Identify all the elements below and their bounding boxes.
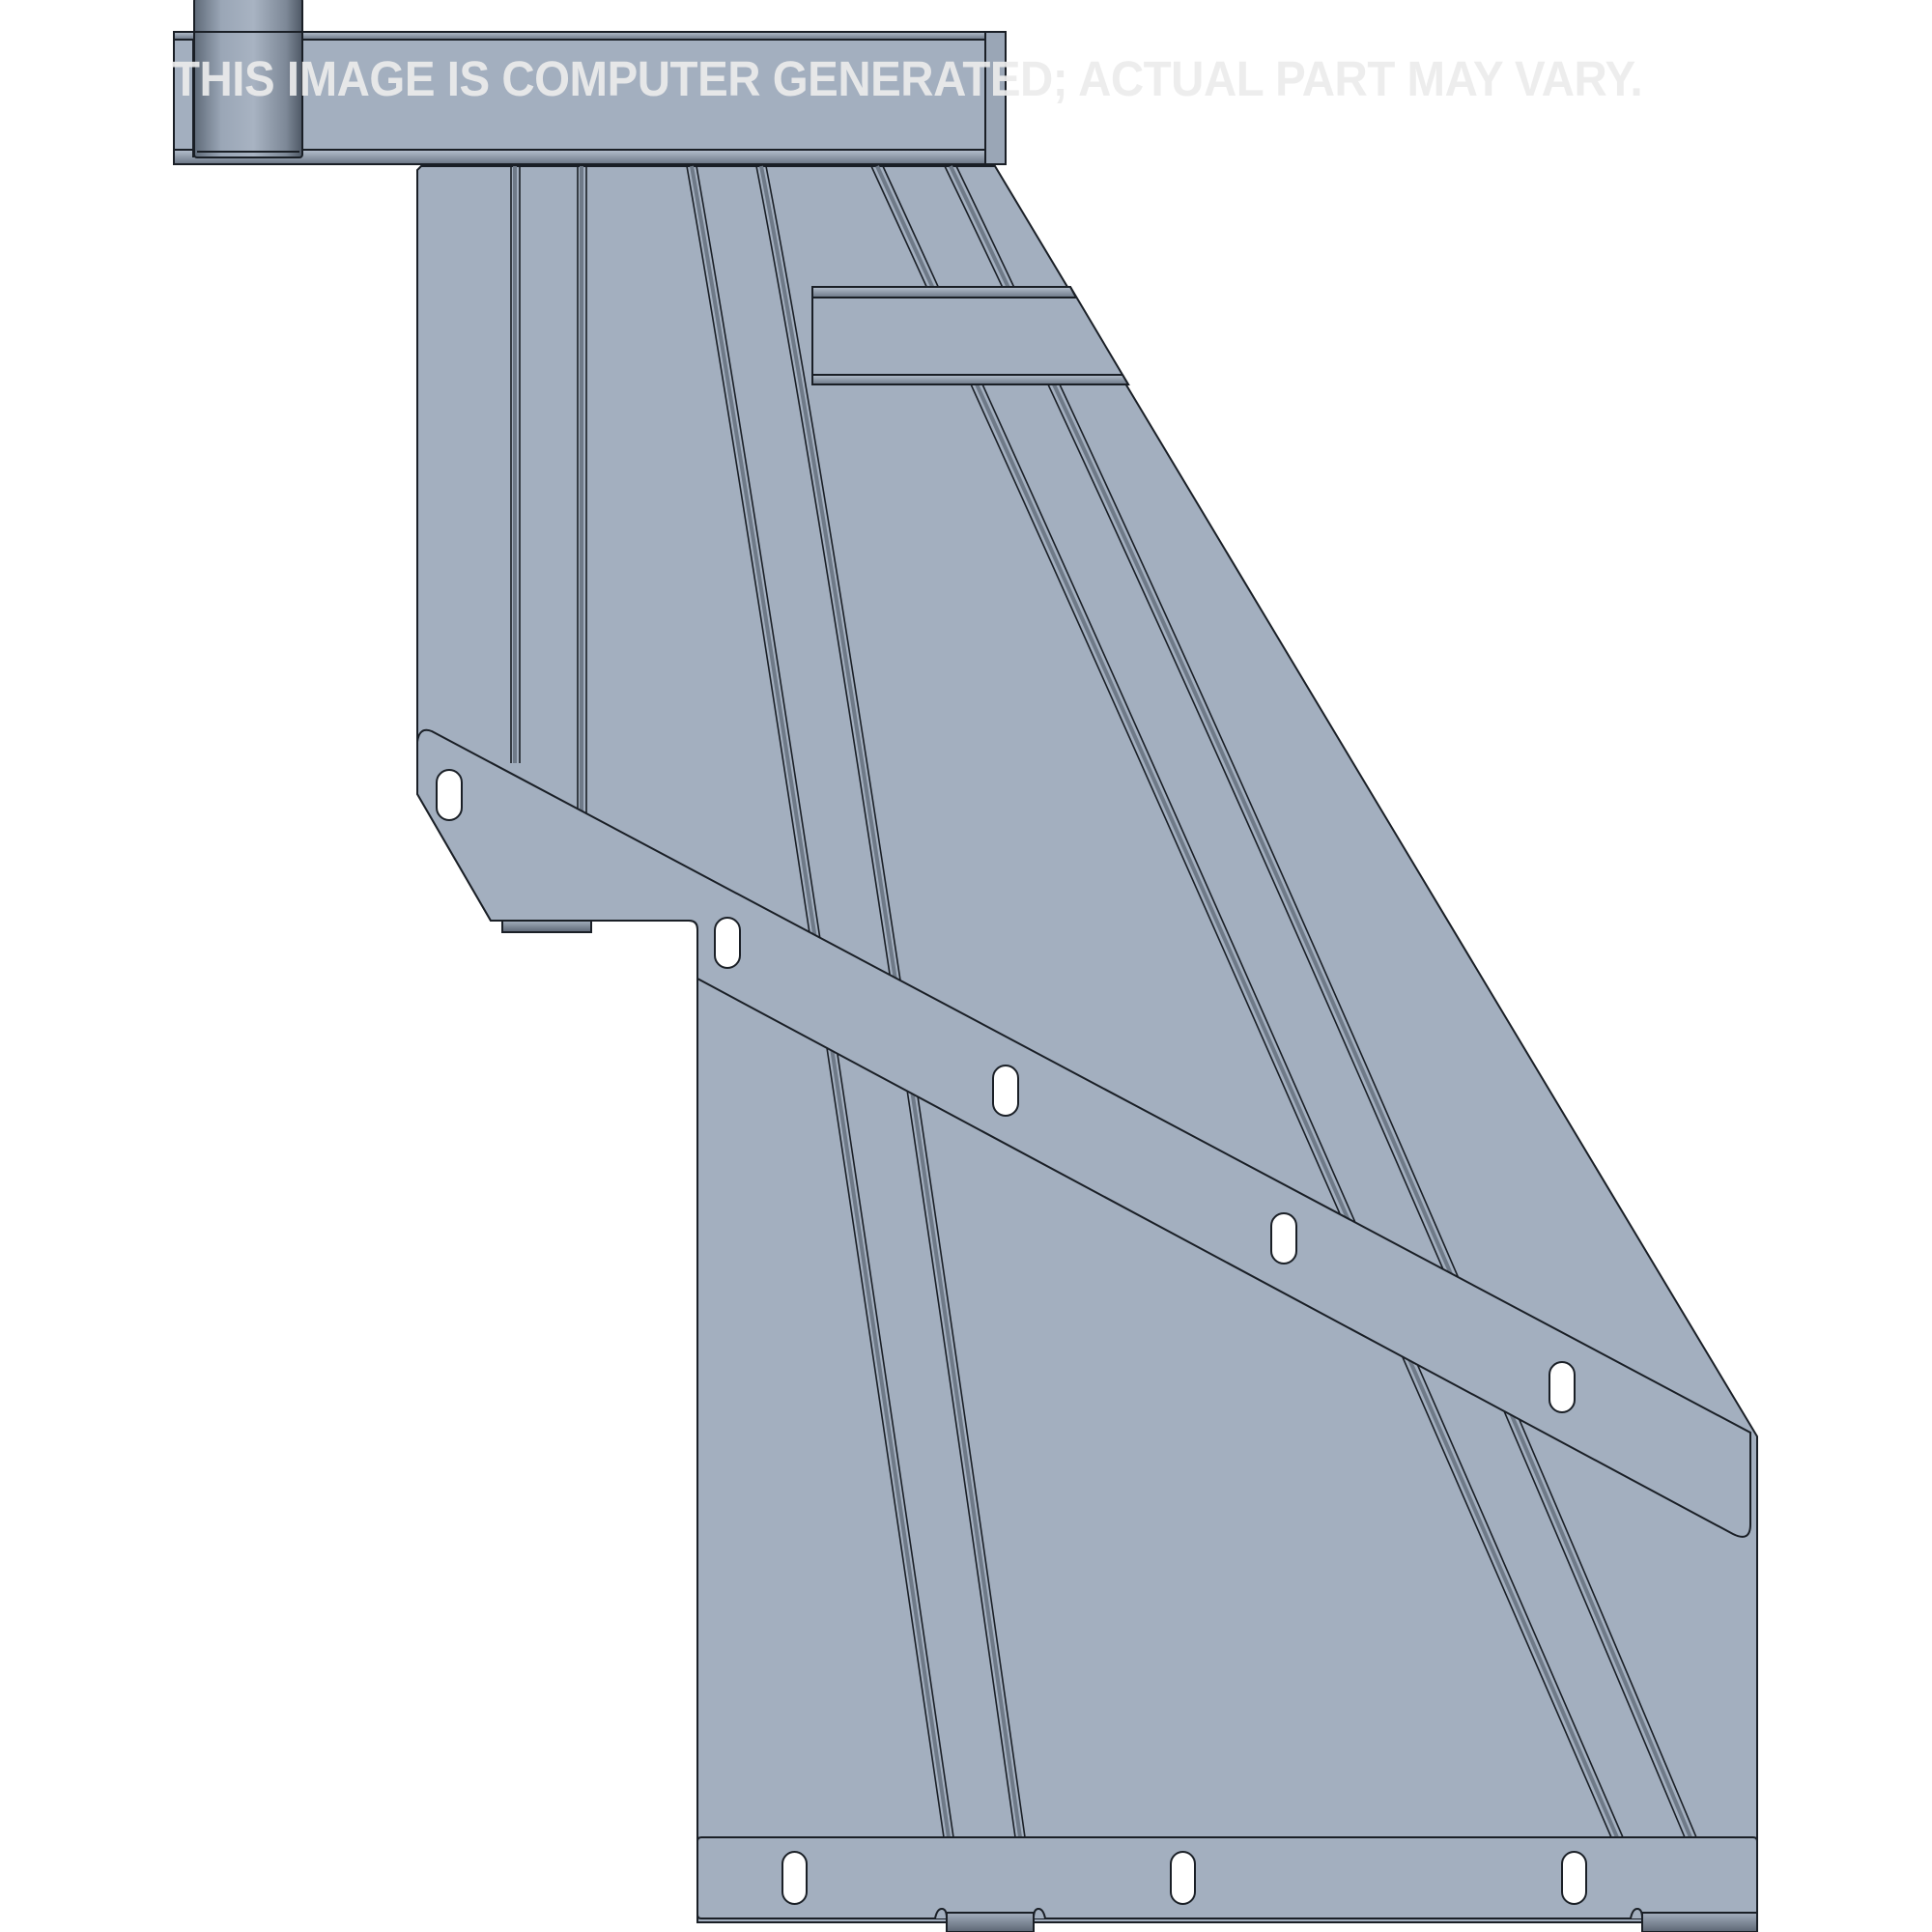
cross-bracket: [811, 286, 1130, 385]
bottom-tabs: [934, 1907, 1758, 1932]
groove-2: [577, 166, 587, 813]
top-bar: [173, 31, 1007, 165]
grooves: [510, 165, 1697, 1838]
slot-icon: [1561, 1851, 1587, 1905]
diagonal-flange: [416, 728, 1751, 1538]
slot-icon: [992, 1065, 1019, 1117]
slot-icon: [436, 769, 463, 821]
slot-icon: [1170, 1851, 1196, 1905]
bottom-flange: [696, 1836, 1758, 1919]
slot-icon: [1270, 1212, 1297, 1264]
slot-icon: [714, 917, 741, 969]
main-panel: [416, 165, 1758, 1923]
left-tab: [501, 920, 592, 933]
hinge-barrel: [193, 0, 303, 158]
diagonal-slots: [436, 769, 1576, 1413]
groove-4: [755, 165, 1026, 1838]
slot-icon: [1548, 1361, 1576, 1413]
bottom-slots: [781, 1851, 1587, 1905]
slot-icon: [781, 1851, 808, 1905]
groove-1: [510, 166, 521, 763]
groove-3: [686, 165, 954, 1838]
